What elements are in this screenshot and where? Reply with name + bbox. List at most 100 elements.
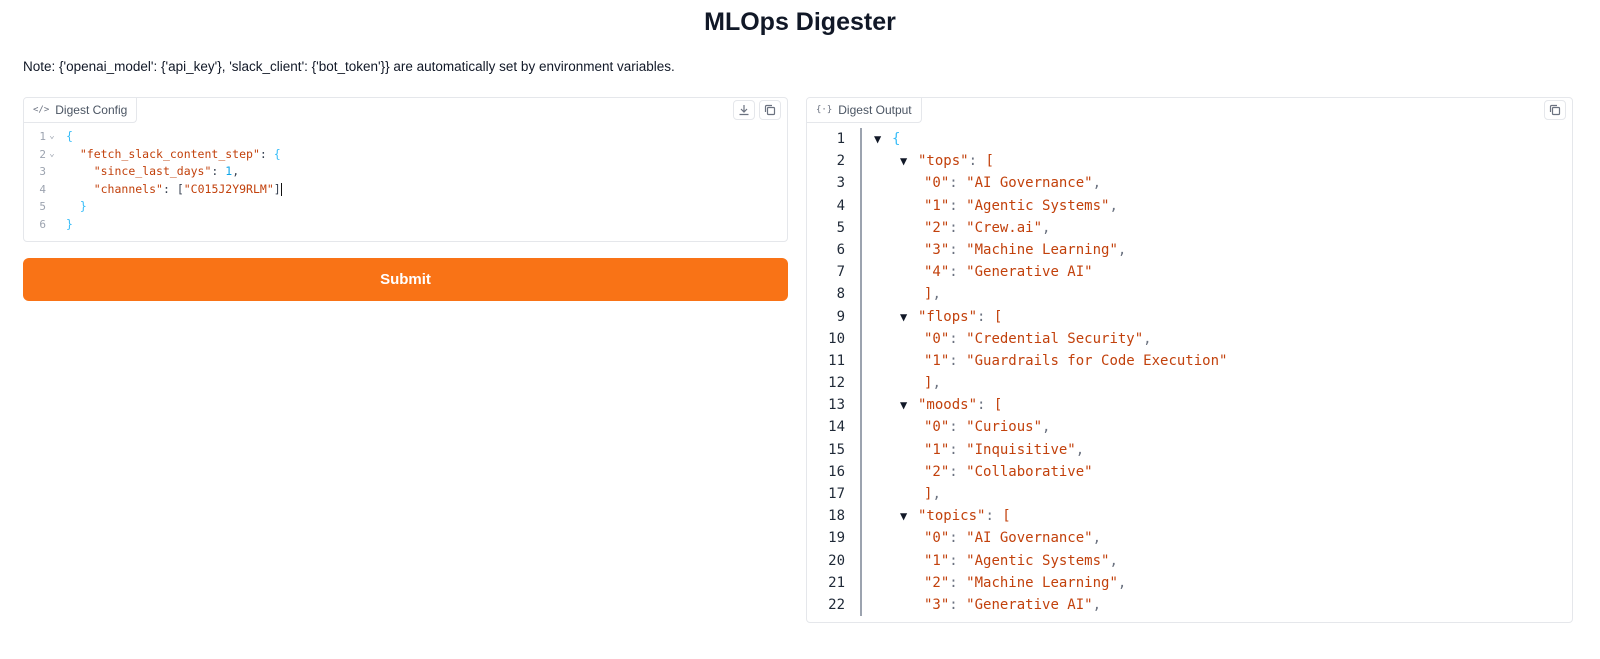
collapse-triangle-icon[interactable]: ▼ — [900, 398, 908, 413]
json-line: 11"1": "Guardrails for Code Execution" — [807, 349, 1572, 373]
json-line-number: 1 — [836, 131, 845, 147]
json-comma: , — [1117, 241, 1127, 258]
json-line-number: 17 — [828, 486, 845, 502]
json-bracket: ] — [924, 375, 933, 392]
code-colon: : — [211, 164, 226, 179]
copy-output-button[interactable] — [1544, 100, 1566, 120]
config-code-editor[interactable]: 1⌄{2⌄ "fetch_slack_content_step": {3 "si… — [24, 128, 787, 234]
submit-button[interactable]: Submit — [23, 258, 788, 301]
collapse-triangle-icon[interactable]: ▼ — [874, 132, 882, 146]
json-string-value: "Machine Learning" — [966, 574, 1118, 591]
json-line-content: ▼"topics": [ — [862, 505, 1011, 527]
code-key: "since_last_days" — [93, 164, 212, 179]
collapse-triangle-icon[interactable]: ▼ — [900, 509, 908, 524]
json-colon: : — [949, 352, 967, 369]
json-gutter-divider — [845, 505, 862, 528]
line-number: 3 — [39, 165, 46, 179]
json-comma: , — [932, 286, 941, 303]
json-colon: : — [949, 241, 967, 258]
json-output-viewer[interactable]: 1▼{2▼"tops": [3"0": "AI Governance",4"1"… — [807, 128, 1572, 622]
json-string-value: "Guardrails for Code Execution" — [966, 352, 1228, 369]
json-string-value: "Inquisitive" — [966, 441, 1076, 458]
code-text: "since_last_days": 1, — [62, 163, 239, 181]
json-key: "4" — [924, 264, 950, 281]
code-brace: { — [273, 146, 281, 161]
json-line: 8], — [807, 283, 1572, 306]
json-line-number: 21 — [828, 574, 845, 591]
json-comma: , — [1075, 441, 1085, 458]
page-title: MLOps Digester — [704, 8, 896, 36]
json-line-content: "3": "Machine Learning", — [862, 239, 1126, 261]
json-key: "flops" — [918, 308, 978, 325]
json-line-number: 7 — [836, 264, 845, 281]
download-button[interactable] — [733, 100, 755, 120]
json-line-content: "1": "Inquisitive", — [862, 439, 1084, 461]
fold-chevron-icon[interactable]: ⌄ — [49, 148, 55, 159]
digest-output-label-text: Digest Output — [838, 103, 912, 117]
json-string-value: "Curious" — [966, 419, 1043, 436]
copy-config-button[interactable] — [759, 100, 781, 120]
copy-icon — [764, 104, 776, 116]
json-line-number: 3 — [836, 175, 845, 192]
json-comma: , — [1117, 574, 1127, 591]
output-toolbar — [1544, 100, 1566, 120]
line-gutter: 1⌄ — [24, 128, 62, 146]
json-gutter-divider — [845, 349, 862, 373]
braces-icon: {·} — [816, 105, 833, 115]
collapse-triangle-icon[interactable]: ▼ — [900, 309, 908, 324]
json-line-number: 9 — [836, 308, 845, 325]
line-number: 6 — [39, 217, 46, 231]
digest-output-panel: {·} Digest Output 1▼{2▼"tops": [3"0": "A… — [806, 97, 1573, 623]
fold-chevron-icon[interactable]: ⌄ — [49, 131, 55, 141]
code-string: "C015J2Y9RLM" — [183, 181, 274, 196]
json-comma: , — [1109, 197, 1118, 214]
json-string-value: "AI Governance" — [966, 530, 1093, 547]
json-gutter-divider — [845, 438, 862, 461]
json-line: 6"3": "Machine Learning", — [807, 238, 1572, 262]
json-line-number: 18 — [828, 508, 845, 525]
json-gutter-divider — [845, 483, 862, 506]
json-gutter-divider — [845, 593, 862, 617]
json-key: "1" — [924, 197, 950, 214]
json-line-number: 13 — [828, 397, 845, 414]
json-string-value: "Credential Security" — [966, 330, 1144, 347]
env-note: Note: {'openai_model': {'api_key'}, 'sla… — [23, 59, 675, 74]
json-line: 18 ▼"topics": [ — [807, 505, 1572, 528]
json-string-value: "Machine Learning" — [966, 241, 1118, 258]
line-number: 2 — [39, 147, 46, 161]
json-key: "0" — [924, 530, 950, 547]
json-gutter-divider — [845, 372, 862, 395]
json-key: "0" — [924, 175, 950, 192]
json-line: 17], — [807, 483, 1572, 506]
json-key: "0" — [924, 330, 950, 347]
line-number: 4 — [39, 182, 46, 196]
json-string-value: "AI Governance" — [966, 175, 1093, 192]
code-key: "channels" — [93, 181, 163, 196]
json-line-number: 5 — [836, 219, 845, 236]
json-line: 22"3": "Generative AI", — [807, 593, 1572, 617]
json-comma: , — [1092, 175, 1102, 192]
line-gutter: 3 — [24, 163, 62, 181]
json-string-value: "Generative AI" — [966, 596, 1093, 613]
json-key: "moods" — [918, 397, 978, 414]
code-text: } — [62, 216, 73, 234]
json-comma: , — [1092, 596, 1102, 613]
json-gutter-divider — [845, 394, 862, 417]
json-line: 10"0": "Credential Security", — [807, 327, 1572, 350]
fold-spacer — [46, 181, 58, 199]
collapse-triangle-icon[interactable]: ▼ — [900, 154, 908, 169]
json-line-content: "2": "Machine Learning", — [862, 572, 1126, 594]
json-comma: , — [1042, 419, 1051, 436]
json-line-content: "2": "Collaborative" — [862, 461, 1093, 483]
json-line-content: ], — [862, 372, 941, 394]
json-line-content: "0": "AI Governance", — [862, 172, 1101, 194]
json-colon: : — [985, 508, 1003, 525]
json-comma: , — [1109, 552, 1118, 569]
json-line-content: ], — [862, 283, 941, 305]
text-cursor — [280, 182, 282, 196]
code-key: "fetch_slack_content_step" — [79, 146, 260, 161]
json-gutter-divider — [845, 283, 862, 306]
json-line: 15"1": "Inquisitive", — [807, 438, 1572, 461]
code-comma: , — [232, 164, 240, 179]
code-text: { — [62, 128, 73, 146]
